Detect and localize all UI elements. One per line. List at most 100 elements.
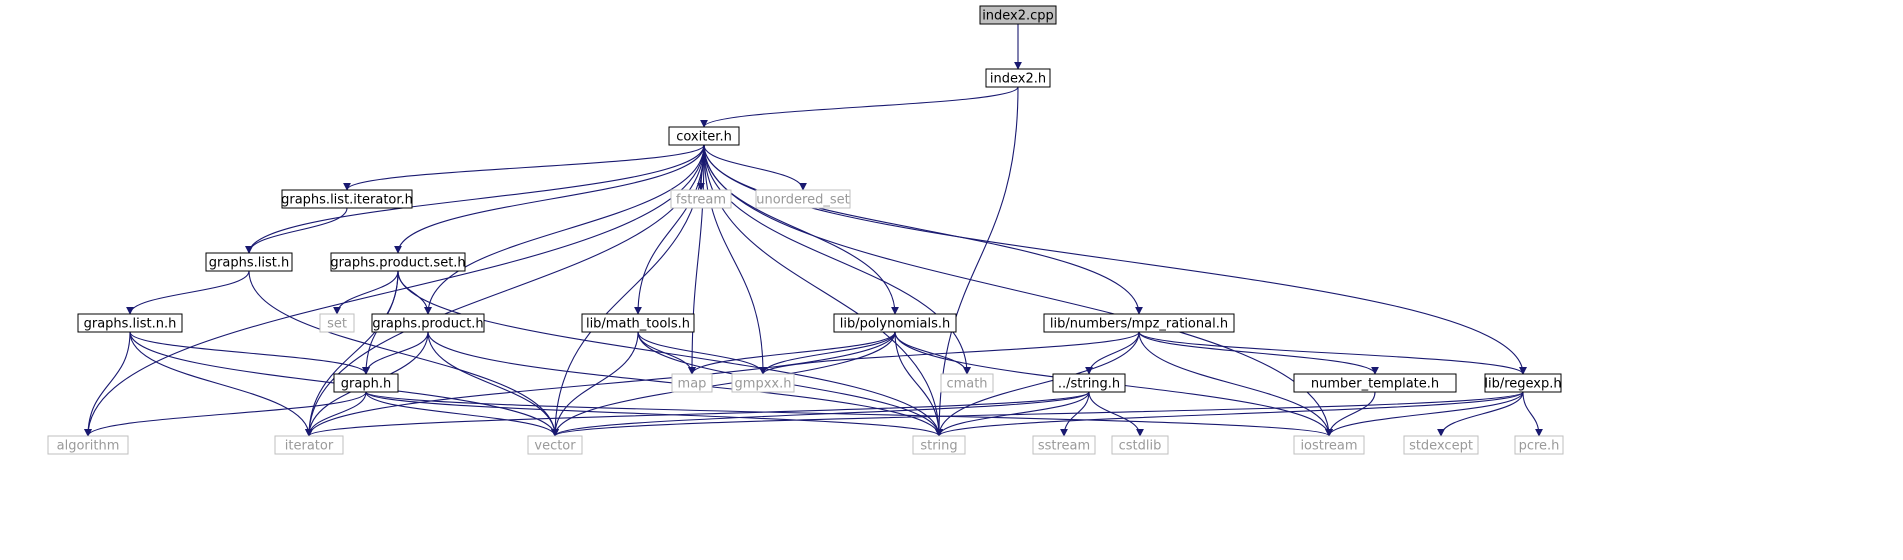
edge-poly-to-string [894,331,943,437]
node-box-poly [833,313,957,333]
node-gl[interactable]: graphs.list.h [205,252,293,272]
edge-coxiter-to-mt [634,144,705,315]
node-iostream: iostream [1293,435,1365,455]
edge-gln-to-algorithm [84,331,131,437]
node-label-graph: graph.h [341,377,391,392]
node-numtpl[interactable]: number_template.h [1293,373,1457,393]
node-gln[interactable]: graphs.list.n.h [77,313,183,333]
edge-graph-to-algorithm [84,391,367,437]
node-box-string [912,435,966,455]
edge-regexp-to-iostream [1325,391,1524,437]
node-box-unordered_set [755,189,851,209]
edge-layer [84,23,1543,437]
node-index2h[interactable]: index2.h [985,68,1051,88]
edge-string_h-to-iterator [305,391,1090,437]
node-gmpxx: gmpxx.h [731,373,795,393]
edge-gln-to-iterator [129,331,313,437]
edge-mpz-to-gmpxx [759,331,1140,375]
node-box-pcre [1514,435,1564,455]
edge-gli-to-gl [245,207,348,254]
edge-gl-to-gln [126,270,250,315]
node-label-gp: graphs.product.h [372,317,483,332]
edge-regexp-to-stdexcept [1437,391,1524,437]
edge-coxiter-to-gmpxx [703,144,767,375]
edge-regexp-to-string [935,391,1524,437]
node-map: map [671,373,713,393]
node-label-numtpl: number_template.h [1311,377,1439,392]
edge-coxiter-to-iostream [703,144,1333,437]
node-box-gln [77,313,183,333]
node-regexp[interactable]: lib/regexp.h [1484,373,1562,393]
node-label-set: set [327,317,347,332]
node-string_h[interactable]: ../string.h [1052,373,1126,393]
node-set: set [319,313,355,333]
node-box-algorithm [47,435,129,455]
node-label-algorithm: algorithm [57,439,120,454]
node-gp[interactable]: graphs.product.h [371,313,485,333]
edge-coxiter-to-gli [343,144,705,191]
node-box-string_h [1052,373,1126,393]
node-box-regexp [1484,373,1562,393]
node-box-set [319,313,355,333]
edge-coxiter-to-gl [245,144,705,254]
node-box-stdexcept [1403,435,1479,455]
edge-gp-to-graph [362,331,429,375]
node-label-coxiter: coxiter.h [676,130,732,145]
node-vector: vector [527,435,583,455]
node-sstream: sstream [1032,435,1096,455]
node-label-index2h: index2.h [990,72,1046,87]
edge-gps-to-string [397,270,943,437]
node-poly[interactable]: lib/polynomials.h [833,313,957,333]
node-gli[interactable]: graphs.list.iterator.h [281,189,413,209]
node-box-sstream [1032,435,1096,455]
node-cstdlib: cstdlib [1111,435,1169,455]
node-label-map: map [678,377,707,392]
node-label-mt: lib/math_tools.h [586,317,690,332]
node-box-coxiter [668,126,740,146]
node-gps[interactable]: graphs.product.set.h [330,252,466,272]
edge-coxiter-to-gp [424,144,705,315]
node-box-gl [205,252,293,272]
edge-coxiter-to-poly [703,144,899,315]
node-box-gmpxx [731,373,795,393]
edge-mt-to-map [637,331,696,375]
edge-graph-to-vector [365,391,559,437]
node-box-gli [281,189,413,209]
node-label-index2cpp: index2.cpp [982,9,1054,24]
edge-regexp-to-pcre [1522,391,1543,437]
node-box-gp [371,313,485,333]
edge-graph-to-iostream [365,391,1333,437]
node-string: string [912,435,966,455]
node-box-map [671,373,713,393]
edge-mpz-to-regexp [1138,331,1527,375]
node-label-regexp: lib/regexp.h [1484,377,1561,392]
node-box-gps [330,252,466,272]
node-box-index2h [985,68,1051,88]
edge-regexp-to-vector [551,391,1524,437]
node-cmath: cmath [940,373,994,393]
edge-coxiter-to-unordered_set [703,144,807,191]
node-label-cmath: cmath [946,377,987,392]
node-algorithm: algorithm [47,435,129,455]
edge-coxiter-to-mpz [703,144,1143,315]
node-mt[interactable]: lib/math_tools.h [581,313,695,333]
node-index2cpp[interactable]: index2.cpp [979,5,1057,25]
edge-string_h-to-vector [551,391,1090,437]
node-label-cstdlib: cstdlib [1119,439,1162,454]
edge-string_h-to-sstream [1060,391,1090,437]
node-coxiter[interactable]: coxiter.h [668,126,740,146]
node-mpz[interactable]: lib/numbers/mpz_rational.h [1043,313,1235,333]
node-label-iostream: iostream [1300,439,1357,454]
node-label-string_h: ../string.h [1058,377,1120,392]
node-layer: index2.cpp index2.h coxiter.h graphs.list.i… [47,5,1564,455]
node-label-gln: graphs.list.n.h [84,317,177,332]
edge-mpz-to-string [935,331,1140,437]
edge-coxiter-to-regexp [703,144,1527,375]
node-graph[interactable]: graph.h [333,373,399,393]
edge-coxiter-to-gps [394,144,705,254]
node-label-gps: graphs.product.set.h [330,256,465,271]
node-label-fstream: fstream [676,193,726,208]
node-box-graph [333,373,399,393]
node-box-fstream [670,189,732,209]
node-label-sstream: sstream [1038,439,1090,454]
